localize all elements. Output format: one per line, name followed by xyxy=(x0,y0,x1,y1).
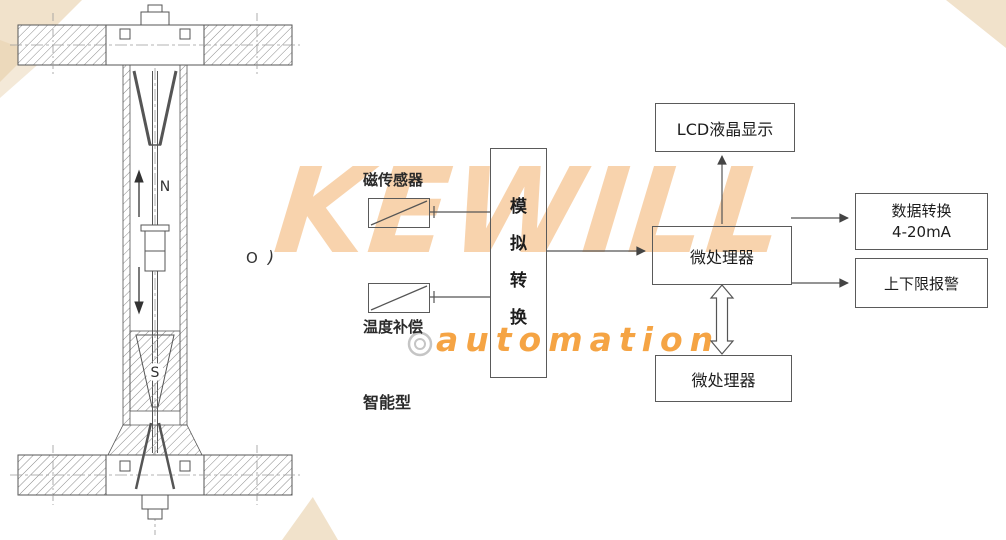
microprocessor2-label: 微处理器 xyxy=(691,370,756,390)
bottom-fitting xyxy=(141,494,169,520)
lcd-display-box: LCD液晶显示 xyxy=(655,103,795,152)
magnet-n-label: N xyxy=(160,179,170,195)
watermark-subtitle-text: automation xyxy=(436,320,721,359)
magnetic-sensor-symbol xyxy=(368,198,430,228)
analog-converter-box: 模拟转换 xyxy=(490,148,547,378)
microprocessor-label: 微处理器 xyxy=(689,247,754,267)
temperature-comp-label: 温度补偿 xyxy=(363,318,424,336)
top-fitting xyxy=(140,4,170,26)
temperature-sensor-symbol xyxy=(368,283,430,313)
magnetic-sensor-label: 磁传感器 xyxy=(363,171,424,189)
origin-letter: O xyxy=(246,249,258,267)
microprocessor-box: 微处理器 xyxy=(652,226,792,285)
flowmeter-drawing: N S xyxy=(10,4,300,535)
data-conversion-line2: 4-20mA xyxy=(892,222,951,241)
flow-arrows xyxy=(134,169,144,315)
magnet-block xyxy=(129,330,181,412)
smart-type-label: 智能型 xyxy=(363,393,412,412)
analog-converter-label: 模拟转换 xyxy=(510,197,527,328)
magnet-s-label: S xyxy=(151,365,160,381)
origin-label: O) xyxy=(246,248,275,269)
top-flange xyxy=(10,13,300,77)
gear-icon xyxy=(407,331,433,357)
lcd-display-label: LCD液晶显示 xyxy=(676,119,774,139)
bottom-flange xyxy=(10,445,300,505)
sensor-slash-icon xyxy=(370,200,428,226)
inlet-cone xyxy=(132,70,178,146)
bottom-shoulder xyxy=(107,424,203,456)
limit-alarm-label: 上下限报警 xyxy=(883,274,959,293)
microprocessor2-box: 微处理器 xyxy=(655,355,792,402)
float-body xyxy=(140,224,170,272)
limit-alarm-box: 上下限报警 xyxy=(855,258,988,308)
sensor-slash-icon xyxy=(370,285,428,311)
data-conversion-line1: 数据转换 xyxy=(891,202,952,221)
data-conversion-box: 数据转换 4-20mA xyxy=(855,193,988,250)
watermark-corner-top-right xyxy=(946,0,1006,48)
outlet-cone xyxy=(134,422,176,490)
